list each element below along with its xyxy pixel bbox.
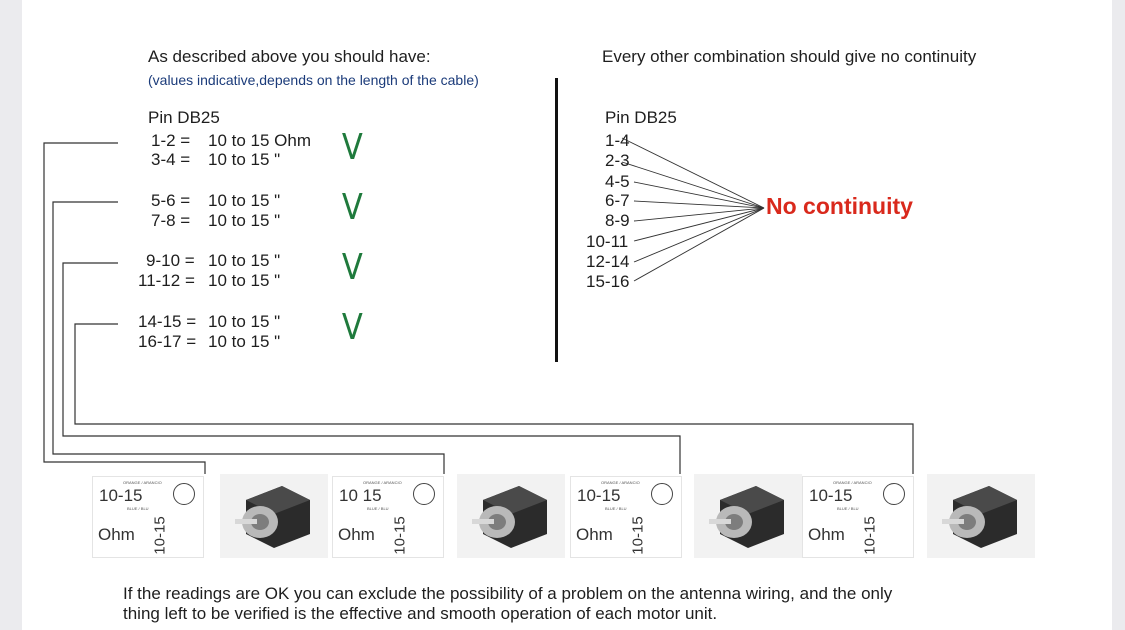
- meter-value: 10-15: [809, 486, 853, 505]
- right-pin-header: Pin DB25: [605, 108, 677, 127]
- check-mark-icon: V: [341, 127, 363, 168]
- meter-unit: Ohm: [808, 525, 845, 544]
- wire-4: [74, 323, 914, 474]
- reading-pin: 5-6 =: [151, 191, 191, 210]
- meter-value: 10 15: [339, 486, 382, 505]
- footer-line-2: thing left to be verified is the effecti…: [123, 604, 718, 623]
- reading-value: 10 to 15 ": [208, 271, 281, 290]
- reading-value: 10 to 15 ": [208, 312, 281, 331]
- wire-color-label: ORANGE / ARANCIO: [601, 480, 640, 485]
- pair-label: 12-14: [586, 252, 630, 271]
- pair-label: 6-7: [605, 191, 630, 210]
- circle-icon: [883, 483, 905, 505]
- pair-label: 8-9: [605, 211, 630, 230]
- reading-pin: 3-4 =: [151, 150, 191, 169]
- reading-value: 10 to 15 ": [208, 150, 281, 169]
- meter-value: 10-15: [577, 486, 621, 505]
- meter-vertical-value: 10-15: [629, 516, 647, 555]
- fan-line-1: [621, 137, 765, 209]
- reading-value: 10 to 15 ": [208, 332, 281, 351]
- meter-vertical-value: 10-15: [391, 516, 409, 555]
- check-mark-icon: V: [341, 187, 363, 228]
- left-pin-header: Pin DB25: [148, 108, 220, 127]
- reading-value: 10 to 15 ": [208, 191, 281, 210]
- fan-line-4: [633, 200, 765, 209]
- meter-unit: Ohm: [98, 525, 135, 544]
- reading-pin: 1-2 =: [151, 131, 191, 150]
- fan-line-6: [633, 207, 765, 242]
- wire-color-label: BLUE / BLU: [605, 506, 627, 511]
- wire-color-label: ORANGE / ARANCIO: [123, 480, 162, 485]
- reading-pin: 7-8 =: [151, 211, 191, 230]
- stepper-motor-image: [220, 474, 328, 558]
- no-continuity-label: No continuity: [766, 193, 913, 219]
- reading-value: 10 to 15 Ohm: [208, 131, 312, 150]
- meter-unit: Ohm: [338, 525, 375, 544]
- fan-line-2: [621, 161, 765, 209]
- left-heading: As described above you should have:: [148, 47, 431, 66]
- wire-color-label: BLUE / BLU: [367, 506, 389, 511]
- reading-pin: 16-17 =: [138, 332, 197, 351]
- wire-3: [62, 262, 681, 474]
- wire-color-label: BLUE / BLU: [127, 506, 149, 511]
- reading-pin: 11-12 =: [138, 271, 195, 290]
- fan-line-3: [633, 181, 765, 209]
- pair-label: 10-11: [586, 232, 629, 251]
- stepper-motor-image: [694, 474, 802, 558]
- right-heading: Every other combination should give no c…: [602, 47, 977, 66]
- reading-value: 10 to 15 ": [208, 211, 281, 230]
- ohmmeter-reading-4: ORANGE / ARANCIO 10-15 BLUE / BLU Ohm 10…: [802, 476, 914, 558]
- fan-line-5: [633, 207, 765, 222]
- fan-line-7: [633, 207, 765, 263]
- reading-value: 10 to 15 ": [208, 251, 281, 270]
- meter-unit: Ohm: [576, 525, 613, 544]
- check-mark-icon: V: [341, 307, 363, 348]
- meter-value: 10-15: [99, 486, 143, 505]
- column-divider: [555, 78, 558, 362]
- ohmmeter-reading-3: ORANGE / ARANCIO 10-15 BLUE / BLU Ohm 10…: [570, 476, 682, 558]
- pair-label: 1-4: [605, 131, 630, 150]
- wire-color-label: ORANGE / ARANCIO: [833, 480, 872, 485]
- circle-icon: [651, 483, 673, 505]
- reading-pin: 14-15 =: [138, 312, 197, 331]
- circle-icon: [173, 483, 195, 505]
- stepper-motor-image: [457, 474, 565, 558]
- check-mark-icon: V: [341, 247, 363, 288]
- fan-line-8: [633, 207, 765, 282]
- wire-color-label: BLUE / BLU: [837, 506, 859, 511]
- ohmmeter-reading-1: ORANGE / ARANCIO 10-15 BLUE / BLU Ohm 10…: [92, 476, 204, 558]
- footer-line-1: If the readings are OK you can exclude t…: [123, 584, 893, 603]
- pair-label: 15-16: [586, 272, 630, 291]
- wire-1: [43, 142, 206, 474]
- meter-vertical-value: 10-15: [151, 516, 169, 555]
- values-note: (values indicative,depends on the length…: [148, 72, 479, 88]
- reading-pin: 9-10 =: [146, 251, 195, 270]
- pair-label: 4-5: [605, 172, 630, 191]
- pair-label: 2-3: [605, 151, 630, 170]
- ohmmeter-reading-2: ORANGE / ARANCIO 10 15 BLUE / BLU Ohm 10…: [332, 476, 444, 558]
- stepper-motor-image: [927, 474, 1035, 558]
- wire-2: [52, 201, 445, 474]
- page: As described above you should have: (val…: [22, 0, 1112, 630]
- footer-text: If the readings are OK you can exclude t…: [123, 584, 892, 624]
- circle-icon: [413, 483, 435, 505]
- meter-vertical-value: 10-15: [861, 516, 879, 555]
- wire-color-label: ORANGE / ARANCIO: [363, 480, 402, 485]
- wiring-diagram: [43, 137, 914, 474]
